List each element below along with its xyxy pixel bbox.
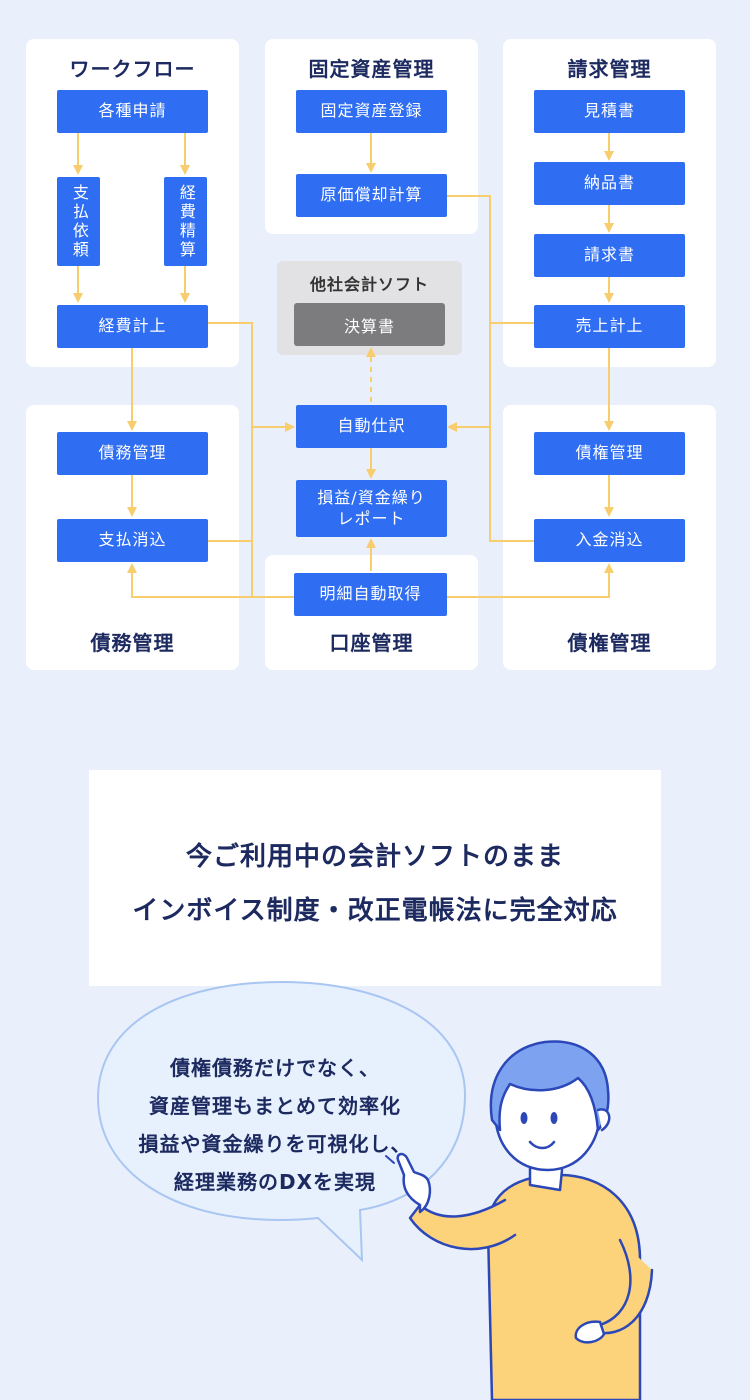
receivables-title: 債権管理 <box>567 631 652 655</box>
box-various-requests: 各種申請 <box>57 90 208 133</box>
message-line-2: インボイス制度・改正電帳法に完全対応 <box>132 896 618 926</box>
workflow-title: ワークフロー <box>69 57 196 81</box>
payables-title: 債務管理 <box>90 631 175 655</box>
financial-statements-box: 決算書 <box>294 303 445 346</box>
line-statement-to-payment-clearing <box>127 563 294 598</box>
character-ear <box>596 1108 611 1132</box>
box-asset-registration: 固定資産登録 <box>296 90 447 133</box>
character-mouth <box>528 1140 556 1150</box>
character-neck <box>528 1163 564 1192</box>
bubble-line-3: 損益や資金繰りを可視化し、 <box>138 1132 412 1156</box>
box-sales-posting: 売上計上 <box>534 305 685 348</box>
box-pl-cashflow-report: 損益/資金繰り レポート <box>296 480 447 537</box>
character <box>396 1040 654 1400</box>
box-invoice: 請求書 <box>534 234 685 277</box>
box-credit-management: 債権管理 <box>534 432 685 475</box>
box-delivery-note: 納品書 <box>534 162 685 205</box>
line-deposit-clearing-to-bus <box>489 427 534 542</box>
box-statement-fetch: 明細自動取得 <box>294 573 447 616</box>
character-arm-left <box>408 1198 517 1251</box>
bubble-line-4: 経理業務のDXを実現 <box>173 1170 377 1194</box>
box-depreciation: 原価償却計算 <box>296 174 447 217</box>
box-expense-settlement: 経費精算 <box>164 177 207 266</box>
character-hand <box>396 1152 432 1214</box>
character-hair <box>489 1040 610 1132</box>
bubble-line-1: 債権債務だけでなく、 <box>170 1056 380 1080</box>
box-auto-journal: 自動仕訳 <box>296 405 447 448</box>
message-box: 今ご利用中の会計ソフトのまま インボイス制度・改正電帳法に完全対応 <box>89 770 661 986</box>
line-expense-posting-to-journal <box>208 322 295 432</box>
line-depreciation-to-journal <box>447 195 491 432</box>
report-label: 損益/資金繰り レポート <box>317 487 426 528</box>
message-line-1: 今ご利用中の会計ソフトのまま <box>185 842 564 872</box>
speech-bubble <box>96 980 467 1263</box>
box-estimate: 見積書 <box>534 90 685 133</box>
character-body <box>486 1173 642 1400</box>
character-right-hand <box>574 1320 606 1344</box>
line-statement-to-deposit-clearing <box>447 563 614 598</box>
billing-title: 請求管理 <box>567 57 652 81</box>
eye-right <box>550 1112 558 1124</box>
flow-connectors <box>73 133 614 598</box>
box-deposit-clearing: 入金消込 <box>534 519 685 562</box>
fixed-assets-title: 固定資産管理 <box>308 57 435 81</box>
box-expense-posting: 経費計上 <box>57 305 208 348</box>
box-payment-clearing: 支払消込 <box>57 519 208 562</box>
character-face <box>520 1112 558 1124</box>
box-payment-request: 支払依頼 <box>57 177 100 266</box>
bank-title: 口座管理 <box>329 631 414 655</box>
speech-bubble-illustration <box>96 980 654 1400</box>
box-debt-management: 債務管理 <box>57 432 208 475</box>
other-software-title: 他社会計ソフト <box>309 275 429 294</box>
bubble-line-2: 資産管理もまとめて効率化 <box>149 1094 401 1118</box>
eye-left <box>520 1112 528 1124</box>
sparkle-icon <box>385 1155 395 1164</box>
